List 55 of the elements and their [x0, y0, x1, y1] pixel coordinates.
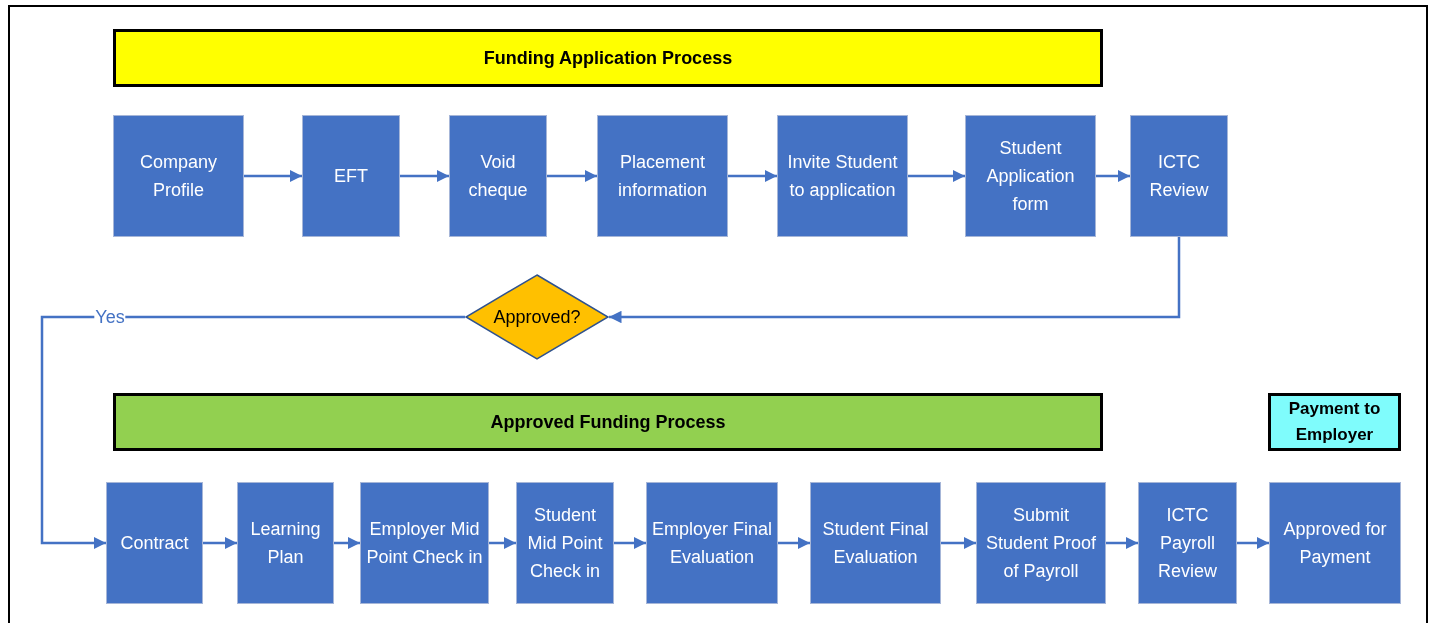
section-banner — [113, 29, 1103, 87]
banner-title: Funding Application Process — [483, 47, 733, 69]
arrow — [400, 169, 449, 183]
banner-title: Approved Funding Process — [490, 411, 726, 433]
process-box — [516, 482, 614, 604]
arrow — [334, 536, 360, 550]
arrow — [489, 536, 516, 550]
note-box — [1268, 393, 1401, 451]
arrow — [609, 237, 1181, 324]
process-box — [597, 115, 728, 237]
process-box — [976, 482, 1106, 604]
node-label: Student Final Evaluation — [821, 518, 930, 569]
arrow — [1096, 169, 1130, 183]
arrow — [728, 169, 777, 183]
node-label: Employer Final Evaluation — [650, 518, 773, 569]
section-banner — [113, 393, 1103, 451]
arrow — [244, 169, 302, 183]
process-box — [113, 115, 244, 237]
process-box — [646, 482, 778, 604]
process-box — [449, 115, 547, 237]
arrow — [547, 169, 597, 183]
node-label: Approved for Payment — [1282, 518, 1388, 569]
node-label: Company Profile — [138, 151, 218, 202]
process-box — [810, 482, 941, 604]
node-label: Contract — [120, 532, 189, 555]
process-box — [237, 482, 334, 604]
arrow — [614, 536, 646, 550]
process-box — [302, 115, 400, 237]
node-label: Learning Plan — [249, 518, 322, 569]
process-box — [360, 482, 489, 604]
node-label: Payment to Employer — [1287, 398, 1382, 446]
process-box — [1269, 482, 1401, 604]
node-label: ICTC Review — [1148, 151, 1210, 202]
node-label: Student Mid Point Check in — [526, 504, 604, 583]
process-box — [106, 482, 203, 604]
node-label: Submit Student Proof of Payroll — [984, 504, 1098, 583]
node-label: Invite Student to application — [786, 151, 899, 202]
arrow — [778, 536, 810, 550]
arrow — [203, 536, 237, 550]
node-label: Void cheque — [467, 151, 529, 202]
process-box — [1138, 482, 1237, 604]
process-box — [965, 115, 1096, 237]
node-label: Student Application form — [985, 137, 1076, 216]
arrow — [40, 315, 465, 550]
process-box — [1130, 115, 1228, 237]
node-label: EFT — [334, 165, 368, 188]
node-label: Employer Mid Point Check in — [365, 518, 484, 569]
node-label: ICTC Payroll Review — [1157, 504, 1218, 583]
arrow — [941, 536, 976, 550]
arrow — [1237, 536, 1269, 550]
process-box — [777, 115, 908, 237]
node-label: Placement information — [616, 151, 708, 202]
node-label: Approved? — [493, 306, 581, 328]
arrow — [908, 169, 965, 183]
arrow — [1106, 536, 1138, 550]
